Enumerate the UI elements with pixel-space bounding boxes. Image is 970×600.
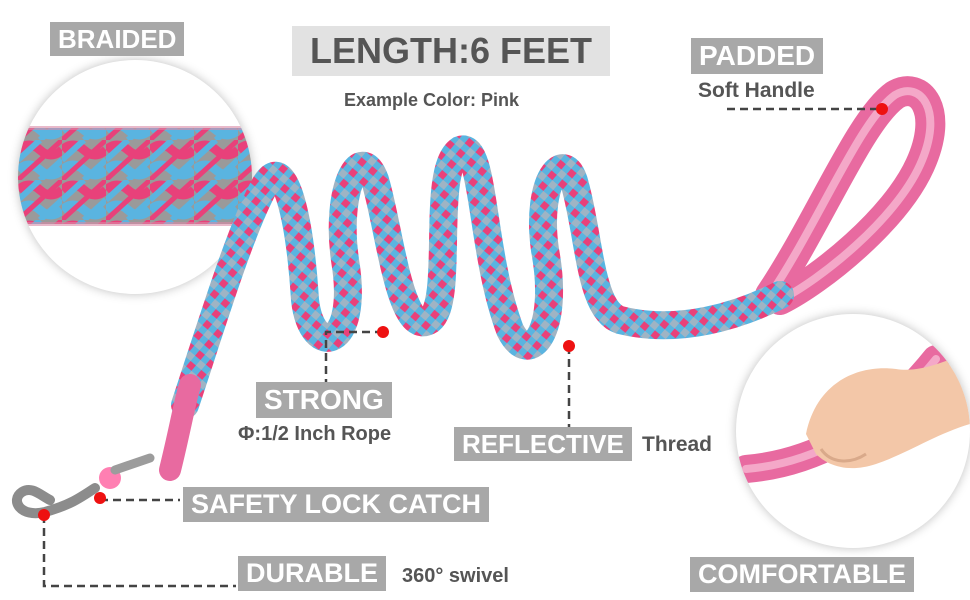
braided-closeup-image	[18, 126, 252, 226]
hand-holding-handle-image	[736, 345, 970, 483]
durable-caption: 360° swivel	[402, 565, 509, 587]
length-title: LENGTH:6 FEET	[292, 26, 610, 76]
braided-rope	[171, 135, 794, 419]
strong-caption: Φ:1/2 Inch Rope	[238, 423, 392, 445]
comfortable-tag: COMFORTABLE	[690, 557, 914, 592]
marker-dot-padded	[876, 103, 888, 115]
padded-caption: Soft Handle	[698, 79, 815, 102]
strong-tag: STRONG	[256, 382, 392, 418]
marker-dot-strong	[377, 326, 389, 338]
braided-tag: BRAIDED	[50, 22, 185, 56]
durable-tag: DURABLE	[238, 556, 386, 591]
marker-dot-durable	[38, 509, 50, 521]
padded-tag: PADDED	[691, 38, 824, 74]
braided-closeup-circle	[18, 60, 252, 294]
example-color-caption: Example Color: Pink	[344, 90, 520, 110]
hand-holding-handle-circle	[736, 314, 970, 548]
safety-lock-tag: SAFETY LOCK CATCH	[183, 487, 489, 522]
marker-dot-safety	[94, 492, 106, 504]
reflective-tag: REFLECTIVE	[454, 427, 632, 461]
reflective-caption: Thread	[642, 433, 713, 456]
marker-dot-reflective	[563, 340, 575, 352]
